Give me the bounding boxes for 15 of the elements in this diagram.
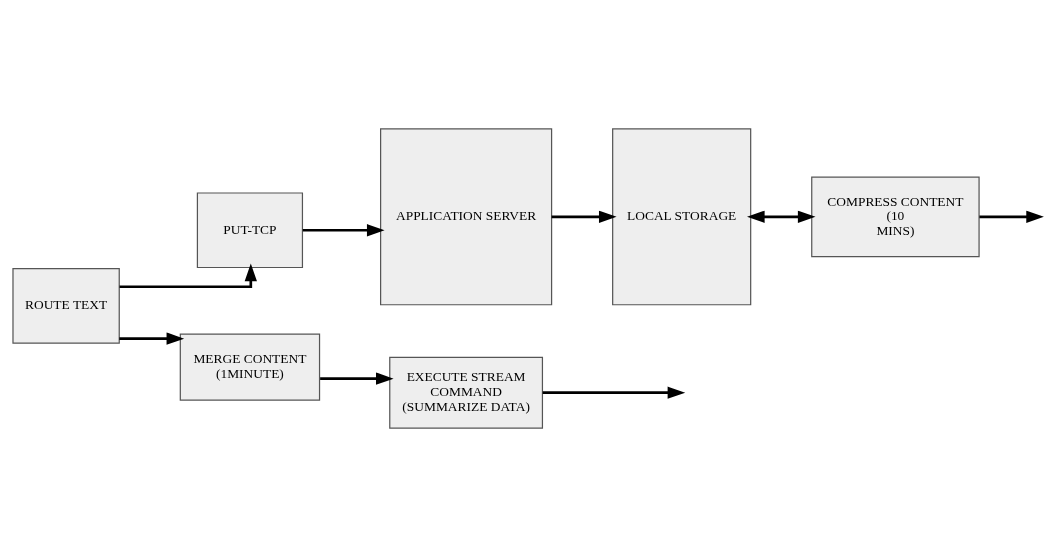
arrow xyxy=(979,210,1044,223)
arrow xyxy=(119,332,185,345)
node-box: COMPRESS CONTENT (10 MINS) xyxy=(811,176,980,257)
node-box: APPLICATION SERVER xyxy=(380,127,553,305)
node-box: PUT-TCP xyxy=(196,191,304,268)
arrow xyxy=(302,223,385,236)
arrow xyxy=(551,210,617,223)
node-box: LOCAL STORAGE xyxy=(612,127,752,305)
node-box: EXECUTE STREAM COMMAND (SUMMARIZE DATA) xyxy=(389,356,544,429)
arrow xyxy=(320,372,394,385)
arrow xyxy=(119,263,257,288)
arrow xyxy=(747,210,816,223)
node-box: MERGE CONTENT (1MINUTE) xyxy=(179,332,321,401)
arrow xyxy=(542,386,686,399)
node-box: ROUTE TEXT xyxy=(12,267,120,344)
